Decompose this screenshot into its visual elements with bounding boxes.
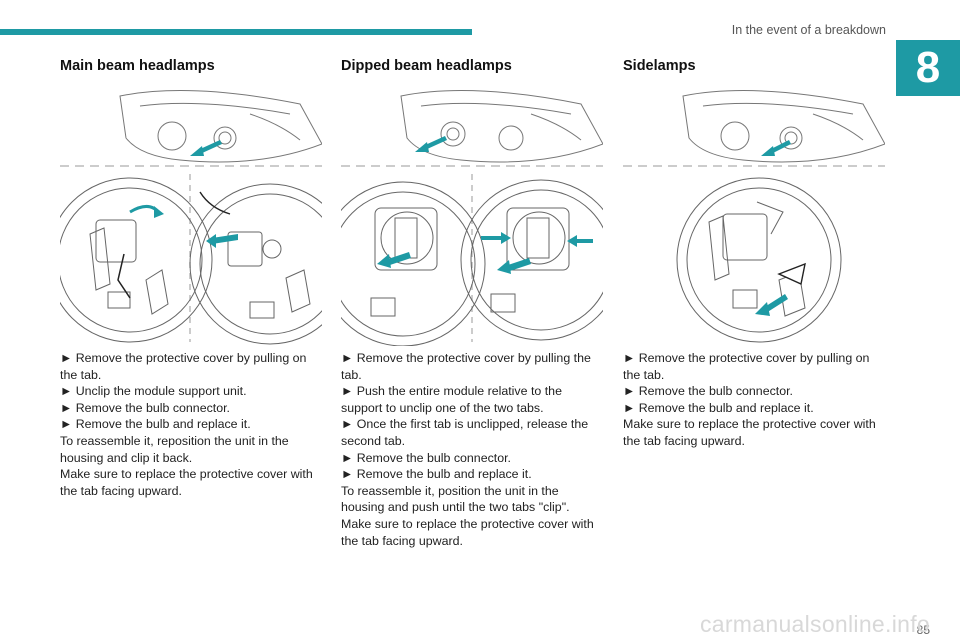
sidelamps-instructions: ► Remove the protective cover by pulling…	[623, 350, 885, 450]
instruction-line: ► Remove the bulb connector.	[623, 384, 793, 399]
column-dipped-beam: Dipped beam headlamps	[341, 58, 603, 548]
instruction-line: ► Remove the bulb and replace it.	[341, 467, 532, 482]
chapter-number-badge: 8	[896, 40, 960, 96]
main-beam-instructions: ► Remove the protective cover by pulling…	[60, 350, 322, 499]
instruction-line: ► Remove the bulb and replace it.	[623, 400, 814, 415]
instruction-line: ► Remove the bulb connector.	[341, 450, 511, 465]
instruction-line: ► Once the first tab is unclipped, relea…	[341, 417, 589, 448]
header-accent-bar	[0, 29, 472, 35]
heading-sidelamps: Sidelamps	[623, 58, 696, 74]
instruction-line: Make sure to replace the protective cove…	[623, 417, 876, 448]
page-number: 85	[916, 623, 930, 637]
heading-dipped-beam: Dipped beam headlamps	[341, 58, 512, 74]
heading-main-beam: Main beam headlamps	[60, 58, 215, 74]
dipped-beam-instructions: ► Remove the protective cover by pulling…	[341, 350, 603, 549]
instruction-line: ► Remove the bulb and replace it.	[60, 417, 251, 432]
instruction-line: To reassemble it, reposition the unit in…	[60, 433, 289, 465]
instruction-line: ► Remove the protective cover by pulling…	[60, 351, 307, 382]
instruction-line: ► Remove the protective cover by pulling…	[623, 351, 870, 382]
instruction-line: ► Push the entire module relative to the…	[341, 384, 562, 415]
dipped-beam-illustration	[341, 90, 603, 346]
instruction-line: Make sure to replace the protective cove…	[60, 467, 313, 498]
instruction-line: ► Unclip the module support unit.	[60, 384, 247, 399]
column-main-beam: Main beam headlamps	[60, 58, 322, 498]
section-title: In the event of a breakdown	[731, 23, 886, 37]
sidelamps-illustration	[623, 90, 885, 343]
instruction-line: ► Remove the protective cover by pulling…	[341, 351, 591, 382]
main-beam-illustration	[60, 90, 322, 345]
watermark: carmanualsonline.info	[699, 611, 930, 637]
instruction-line: ► Remove the bulb connector.	[60, 400, 230, 415]
instruction-line: Make sure to replace the protective cove…	[341, 516, 594, 548]
instruction-line: To reassemble it, position the unit in t…	[341, 483, 570, 515]
column-sidelamps: Sidelamps ► Remove the protective cover …	[623, 58, 885, 448]
